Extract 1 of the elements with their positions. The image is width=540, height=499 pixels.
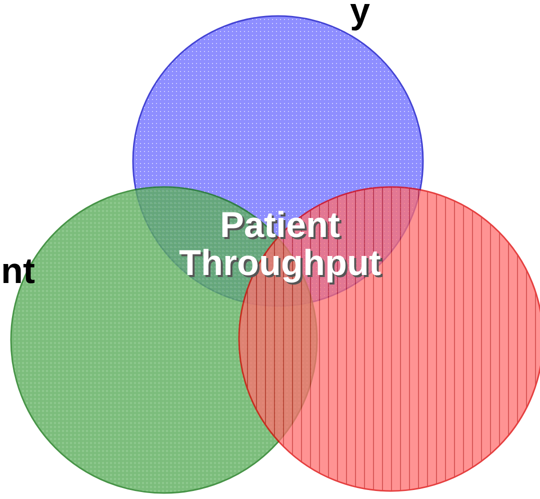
- circle-label: y: [350, 0, 370, 30]
